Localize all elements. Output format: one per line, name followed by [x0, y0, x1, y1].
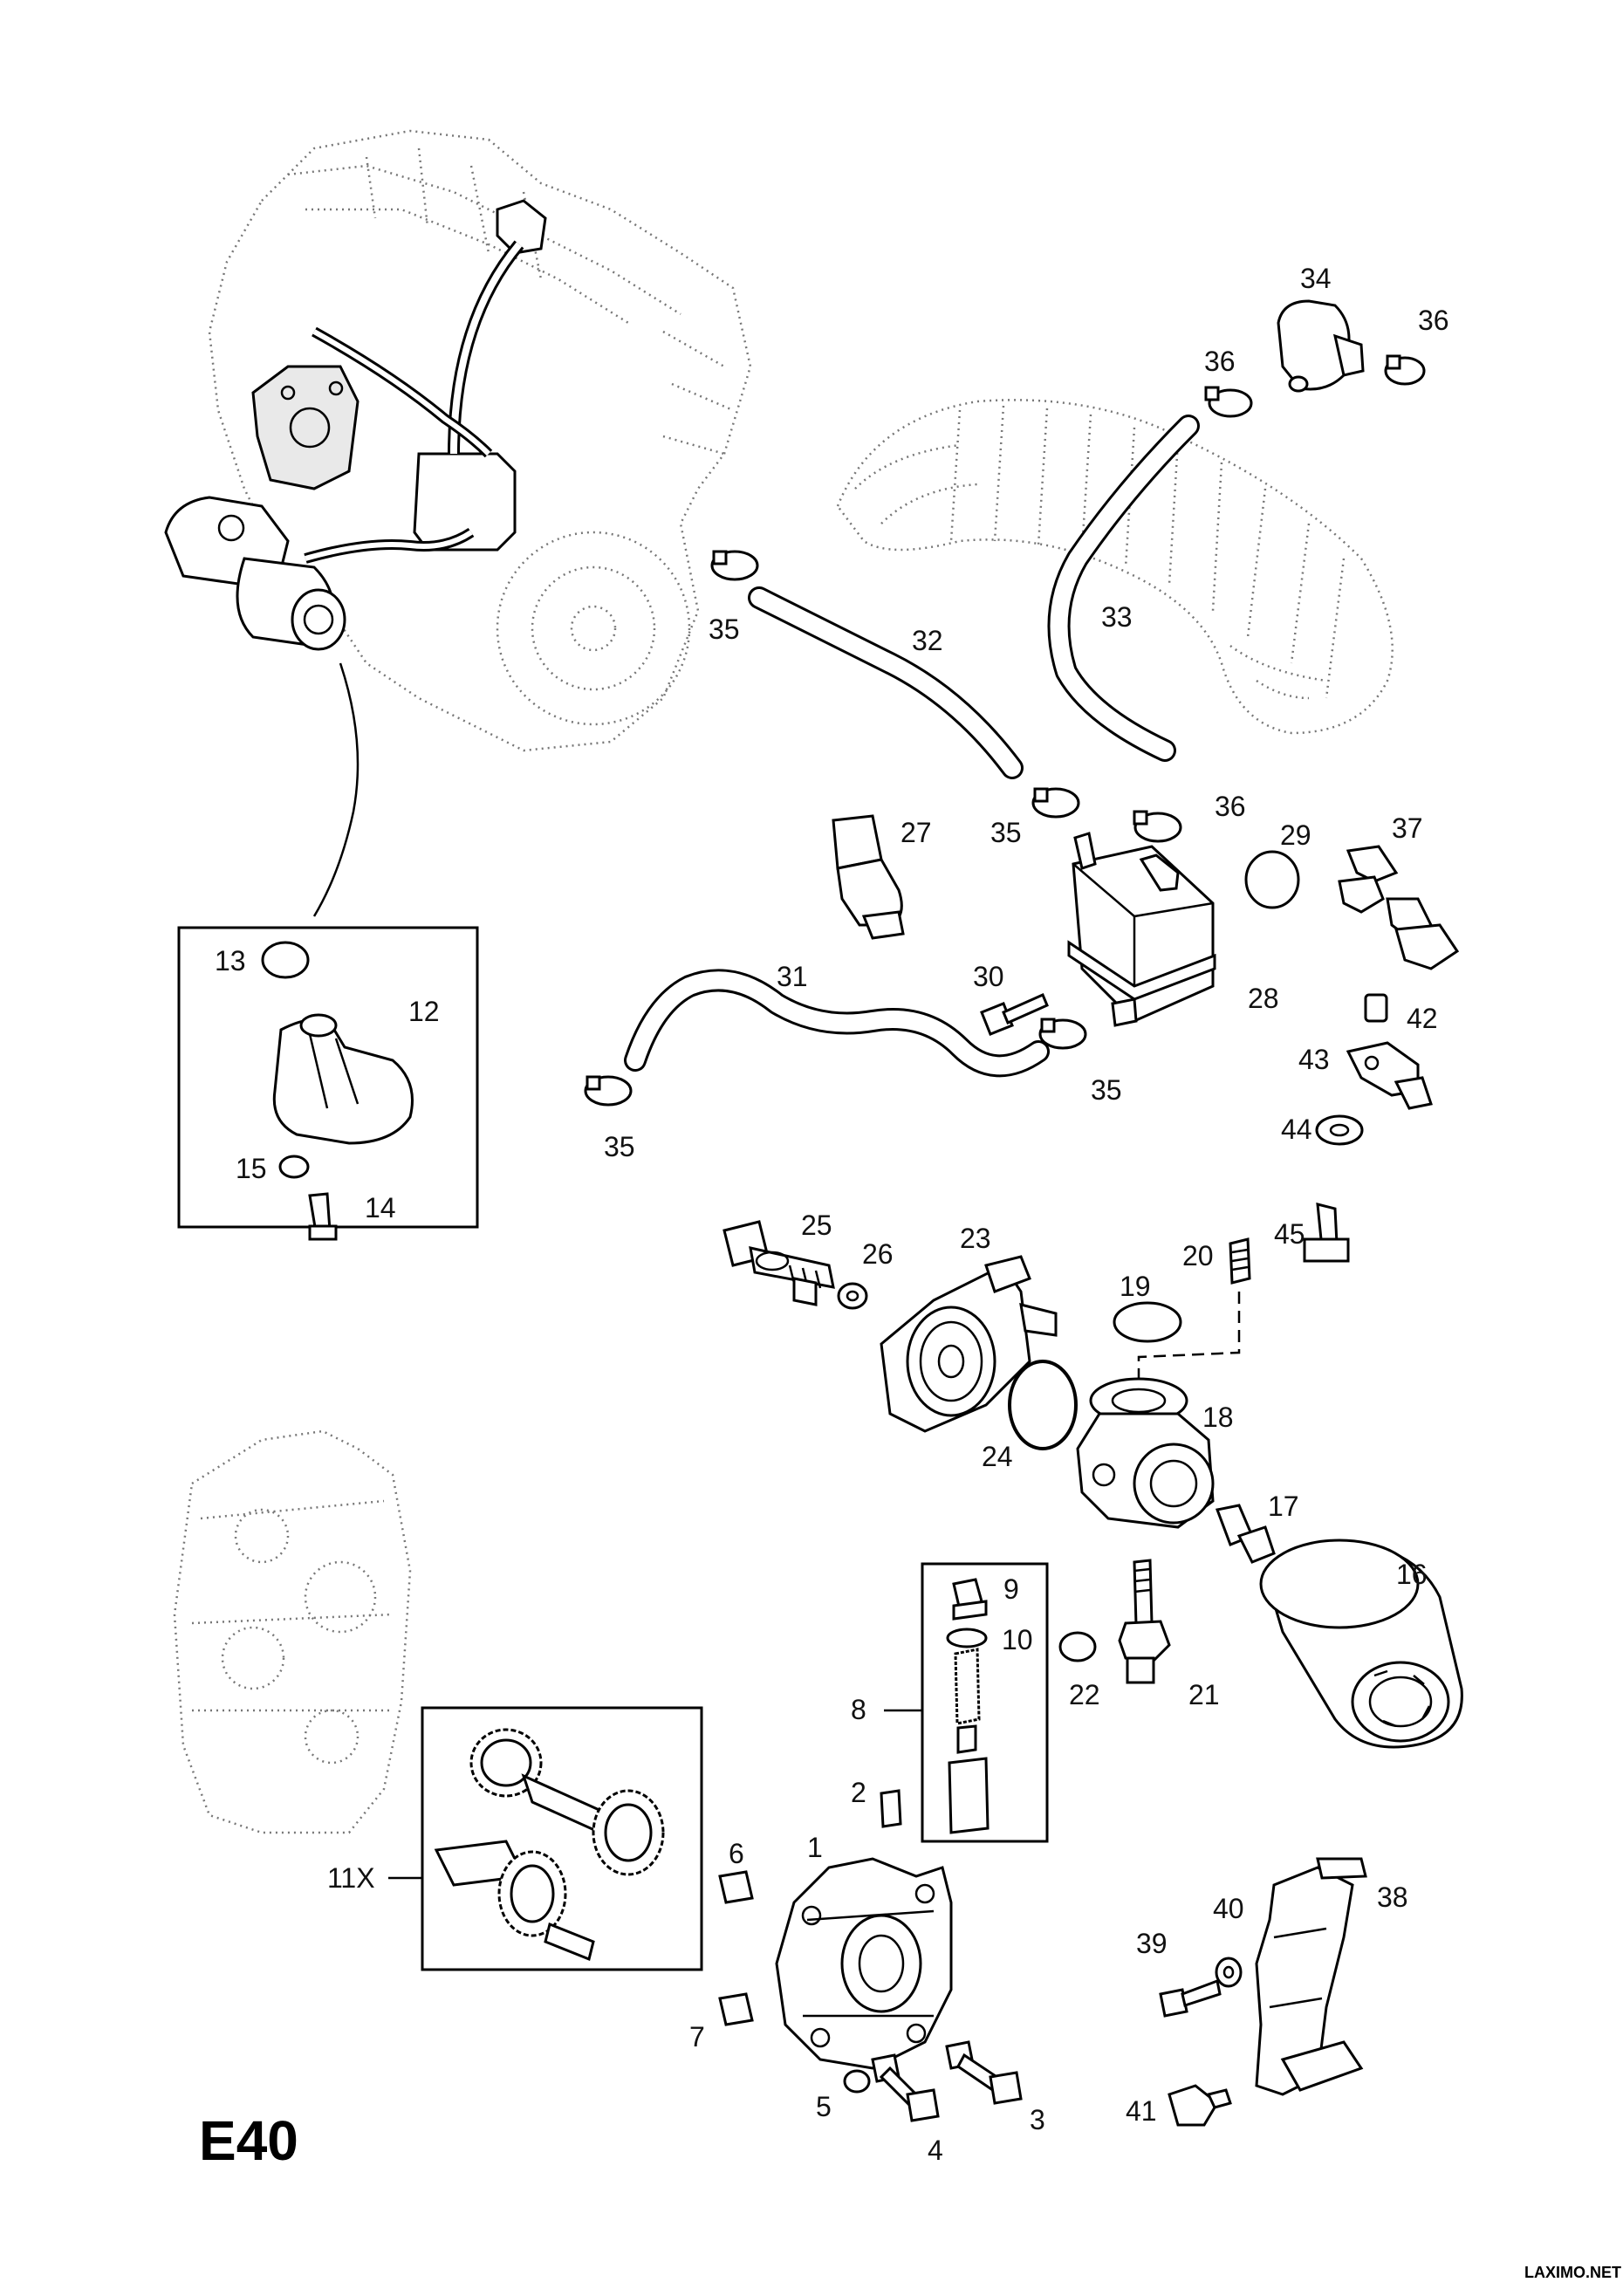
part-20-plug [1137, 1237, 1251, 1388]
callout-32: 32 [912, 625, 943, 656]
part-29-oring [1244, 850, 1300, 909]
callout-30: 30 [973, 961, 1004, 992]
callout-24: 24 [982, 1441, 1013, 1472]
hose-33 [1047, 415, 1200, 762]
callout-25: 25 [801, 1210, 832, 1241]
callout-16: 16 [1396, 1559, 1428, 1590]
callout-35-a: 35 [709, 613, 740, 645]
callout-4: 4 [928, 2135, 943, 2166]
callout-36-b: 36 [1204, 346, 1236, 377]
callout-7: 7 [689, 2021, 705, 2053]
part-28-separator [1067, 832, 1216, 1027]
part-23-oil-cooler [880, 1255, 1058, 1433]
part-27-sensor [832, 814, 905, 940]
lower-engine-ghost [173, 1429, 412, 1834]
callout-22: 22 [1069, 1679, 1100, 1710]
callout-36-c: 36 [1215, 791, 1246, 822]
engine-detail-parts [164, 199, 547, 651]
callout-38: 38 [1377, 1881, 1408, 1913]
callout-42: 42 [1407, 1003, 1438, 1034]
part-34-breather [1277, 299, 1365, 393]
callout-11x: 11X [327, 1862, 375, 1894]
part-30-bolt [980, 993, 1049, 1036]
callout-18: 18 [1202, 1402, 1234, 1433]
part-1-pump-housing [775, 1857, 953, 2070]
callout-28: 28 [1248, 983, 1279, 1014]
callout-34: 34 [1300, 263, 1332, 294]
dowels-6-7 [718, 1870, 754, 2026]
hose-32 [748, 586, 1024, 779]
clamps-35 [584, 550, 1087, 1107]
callout-19: 19 [1120, 1271, 1151, 1302]
sheet-code: E40 [199, 2109, 298, 2172]
hose-31 [624, 969, 1050, 1078]
part-37-brackets [1338, 845, 1460, 970]
callout-5: 5 [816, 2091, 832, 2122]
part-24-oring [1008, 1360, 1078, 1450]
callout-6: 6 [729, 1838, 744, 1869]
callout-40: 40 [1213, 1893, 1244, 1924]
callout-45: 45 [1274, 1218, 1305, 1250]
parts-42-45 [1303, 993, 1433, 1263]
zoom-leader-line [312, 662, 360, 917]
callout-21: 21 [1188, 1679, 1220, 1710]
callout-14: 14 [365, 1192, 396, 1223]
callout-23: 23 [960, 1223, 991, 1254]
callout-12: 12 [408, 996, 440, 1027]
callout-9: 9 [1003, 1573, 1019, 1605]
callout-8: 8 [851, 1694, 866, 1725]
callout-44: 44 [1281, 1114, 1312, 1145]
callout-27: 27 [901, 817, 932, 848]
callout-31: 31 [777, 961, 808, 992]
part-17-nipple [1215, 1504, 1276, 1564]
callout-35-d: 35 [604, 1131, 635, 1162]
callout-43: 43 [1298, 1044, 1330, 1075]
inset-8-relief-valve [921, 1562, 1049, 1843]
callout-20: 20 [1182, 1240, 1214, 1271]
callout-1: 1 [807, 1832, 823, 1863]
callout-26: 26 [862, 1238, 894, 1270]
callout-10: 10 [1002, 1624, 1033, 1655]
part-19-oring [1113, 1301, 1182, 1343]
watermark: LAXIMO.NET [1524, 2264, 1621, 2281]
callout-37: 37 [1392, 812, 1423, 844]
callout-39: 39 [1136, 1928, 1168, 1959]
inset-oil-filter-adapter [177, 926, 479, 1241]
callout-3: 3 [1030, 2104, 1045, 2135]
parts-21-22 [1058, 1559, 1171, 1684]
callout-labels: 1 2 3 4 5 6 7 8 9 10 11X 12 13 14 15 16 … [199, 263, 1621, 2281]
part-18-housing [1076, 1377, 1215, 1529]
callout-13: 13 [215, 945, 246, 977]
intake-duct-ghost [836, 399, 1394, 735]
parts-3-4-5 [843, 2040, 1023, 2122]
callout-17: 17 [1268, 1491, 1299, 1522]
parts-38-41 [1159, 1857, 1367, 2127]
engine-block-ghost [208, 129, 752, 752]
callout-35-c: 35 [1091, 1074, 1122, 1106]
callout-29: 29 [1280, 819, 1311, 851]
part-16-oil-filter [1259, 1539, 1463, 1749]
callout-35-b: 35 [990, 817, 1022, 848]
parts-25-26 [722, 1220, 868, 1310]
inset-11x-gears [421, 1706, 703, 1971]
callout-15: 15 [236, 1153, 267, 1184]
part-2-screw [880, 1789, 902, 1828]
clamps-36 [1133, 354, 1426, 843]
callout-41: 41 [1126, 2095, 1157, 2127]
callout-36-a: 36 [1418, 305, 1449, 336]
callout-33: 33 [1101, 601, 1133, 633]
callout-2: 2 [851, 1777, 866, 1808]
